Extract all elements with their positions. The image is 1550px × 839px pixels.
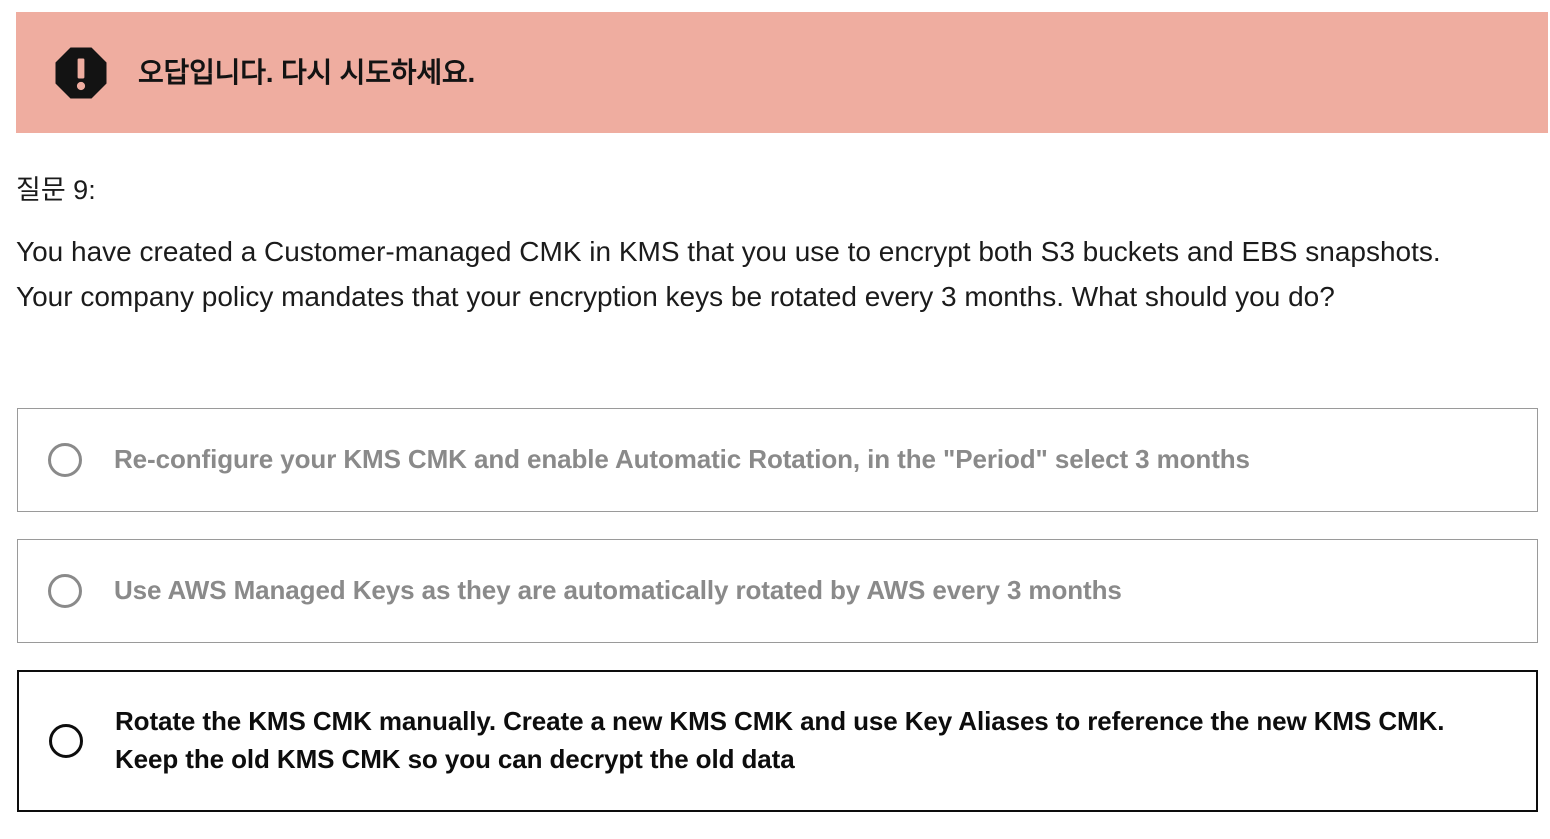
answer-option-label: Use AWS Managed Keys as they are automat… (114, 575, 1122, 606)
answer-option-2[interactable]: Use AWS Managed Keys as they are automat… (17, 539, 1538, 643)
exclamation-octagon-icon (55, 47, 107, 98)
alert-message: 오답입니다. 다시 시도하세요. (138, 56, 476, 88)
radio-button-icon[interactable] (49, 724, 83, 758)
answer-option-label: Re-configure your KMS CMK and enable Aut… (114, 444, 1250, 475)
answer-options-list: Re-configure your KMS CMK and enable Aut… (17, 408, 1538, 839)
radio-button-icon[interactable] (48, 574, 82, 608)
radio-button-icon[interactable] (48, 443, 82, 477)
incorrect-answer-alert: 오답입니다. 다시 시도하세요. (16, 12, 1548, 133)
question-number-label: 질문 9: (16, 175, 96, 205)
answer-option-3[interactable]: Rotate the KMS CMK manually. Create a ne… (17, 670, 1538, 812)
question-text: You have created a Customer-managed CMK … (16, 236, 1441, 313)
answer-option-label: Rotate the KMS CMK manually. Create a ne… (115, 706, 1445, 774)
question-block: 질문 9: You have created a Customer-manage… (16, 172, 1516, 320)
answer-option-1[interactable]: Re-configure your KMS CMK and enable Aut… (17, 408, 1538, 512)
